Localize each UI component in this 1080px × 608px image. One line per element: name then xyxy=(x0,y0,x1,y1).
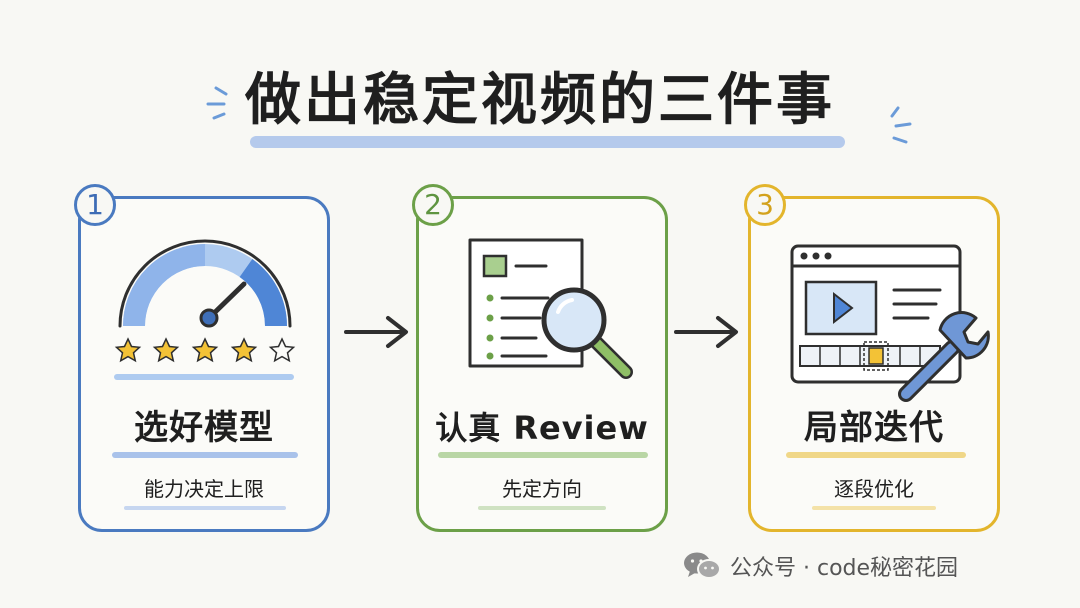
star-icon xyxy=(230,337,258,363)
spark-right-icon xyxy=(890,106,912,144)
step-subtitle-2: 先定方向 xyxy=(502,477,582,501)
magnifier-icon xyxy=(541,287,633,379)
step-subtitle-underline-1 xyxy=(124,506,286,510)
step-number-3: 3 xyxy=(744,184,786,226)
page-title: 做出稳定视频的三件事 xyxy=(245,68,835,133)
step-title-1: 选好模型 xyxy=(134,408,274,448)
star-icon xyxy=(191,337,219,363)
wechat-icon xyxy=(684,552,721,579)
star-icon xyxy=(268,337,296,363)
arrow-right-icon xyxy=(344,316,408,348)
step-title-underline-2 xyxy=(438,452,648,458)
speedometer-icon xyxy=(114,239,296,380)
title-underline xyxy=(250,136,845,148)
watermark: 公众号 · code秘密花园 xyxy=(682,548,958,584)
step-subtitle-3: 逐段优化 xyxy=(834,477,914,501)
step-number-1: 1 xyxy=(74,184,116,226)
wrench-icon xyxy=(898,311,990,402)
arrow-right-icon xyxy=(674,316,738,348)
document-icon xyxy=(468,238,633,379)
watermark-text: 公众号 · code秘密花园 xyxy=(730,556,959,581)
step-title-3: 局部迭代 xyxy=(804,408,944,448)
step-title-2: 认真 Review xyxy=(435,409,649,447)
step-subtitle-underline-3 xyxy=(812,506,936,510)
step-subtitle-1: 能力决定上限 xyxy=(144,477,264,501)
step-number-2: 2 xyxy=(412,184,454,226)
step-title-underline-3 xyxy=(786,452,966,458)
rating-stars xyxy=(114,337,296,363)
spark-left-icon xyxy=(206,86,228,120)
step-title-underline-1 xyxy=(112,452,298,458)
step-subtitle-underline-2 xyxy=(478,506,606,510)
video-player-icon xyxy=(790,244,990,402)
star-icon xyxy=(152,337,180,363)
star-icon xyxy=(114,337,142,363)
